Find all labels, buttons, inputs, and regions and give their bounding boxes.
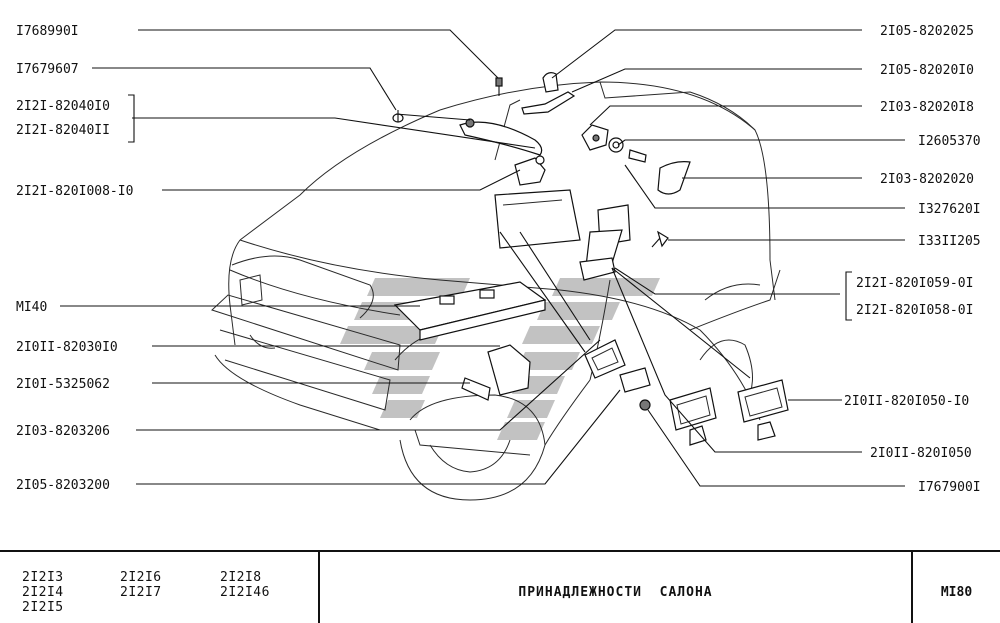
mirror-bracket-part — [521, 91, 576, 115]
callout-label: 2I03-8202020 — [880, 172, 974, 187]
callout-label: MI40 — [16, 300, 47, 315]
callout-label: 2I05-8202025 — [880, 24, 974, 39]
parts — [392, 72, 789, 446]
lamp-lens-part — [619, 367, 651, 393]
model-code: 2I2I46 — [220, 585, 270, 600]
callout-label: I327620I — [918, 202, 981, 217]
callout-label: 2I2I-820I058-0I — [856, 303, 973, 318]
screw-part — [495, 77, 503, 96]
door-mirror-window-part — [579, 204, 631, 281]
washer-bolt-part — [608, 137, 647, 163]
title-block: 2I2I3 2I2I4 2I2I5 2I2I6 2I2I7 2I2I8 2I2I… — [0, 550, 1000, 623]
callout-label: 2I2I-820I008-I0 — [16, 184, 133, 199]
console-part — [393, 281, 547, 341]
page-title: ПРИНАДЛЕЖНОСТИ САЛОНА — [518, 585, 713, 600]
interior-mirror-part — [657, 161, 691, 195]
callout-label: I2605370 — [918, 134, 981, 149]
parts-diagram: I768990I I7679607 2I2I-82040I0 2I2I-8204… — [16, 24, 981, 501]
callout-label: 2I05-8203200 — [16, 478, 110, 493]
visor-holder-part — [514, 155, 546, 186]
right-callouts: 2I05-8202025 2I05-82020I0 2I03-82020I8 I… — [844, 24, 981, 495]
callout-label: 2I05-82020I0 — [880, 63, 974, 78]
model-code: 2I2I8 — [220, 570, 262, 585]
bolt-part — [639, 399, 651, 411]
callout-label: 2I03-82020I8 — [880, 100, 974, 115]
model-list: 2I2I3 2I2I4 2I2I5 2I2I6 2I2I7 2I2I8 2I2I… — [0, 552, 320, 623]
mirror-holder-part — [581, 124, 609, 151]
clip-part — [542, 72, 559, 93]
sun-visor-part — [459, 118, 543, 156]
lamp-cover-part — [584, 339, 626, 379]
callout-label: 2I03-8203206 — [16, 424, 110, 439]
sheet-code-cell: MI80 — [913, 552, 1000, 623]
callout-label: 2I0I-5325062 — [16, 377, 110, 392]
callout-label: I33II205 — [918, 234, 981, 249]
leader-lines — [60, 29, 905, 487]
callout-label: I768990I — [16, 24, 79, 39]
callout-label: I767900I — [918, 480, 981, 495]
sheet-code: MI80 — [940, 585, 973, 600]
callout-label: 2I0II-820I050 — [870, 446, 972, 461]
left-callouts: I768990I I7679607 2I2I-82040I0 2I2I-8204… — [16, 24, 133, 493]
callout-label: 2I2I-82040I0 — [16, 99, 110, 114]
side-mirror-part — [737, 379, 789, 441]
model-code: 2I2I5 — [22, 600, 64, 615]
side-mirror-part — [669, 387, 717, 446]
callout-label: 2I0II-820I050-I0 — [844, 394, 969, 409]
model-code: 2I2I4 — [22, 585, 64, 600]
watermark-logo — [340, 278, 660, 440]
callout-label: I7679607 — [16, 62, 79, 77]
rivet-part — [392, 110, 404, 123]
model-code: 2I2I6 — [120, 570, 162, 585]
callout-label: 2I2I-82040II — [16, 123, 110, 138]
model-code: 2I2I3 — [22, 570, 64, 585]
model-code: 2I2I7 — [120, 585, 162, 600]
callout-label: 2I2I-820I059-0I — [856, 276, 973, 291]
window-pane-part — [494, 189, 581, 249]
screw-part — [651, 230, 669, 248]
title-cell: ПРИНАДЛЕЖНОСТИ САЛОНА — [320, 552, 913, 623]
callout-label: 2I0II-82030I0 — [16, 340, 118, 355]
ashtray-housing-part — [487, 344, 531, 396]
